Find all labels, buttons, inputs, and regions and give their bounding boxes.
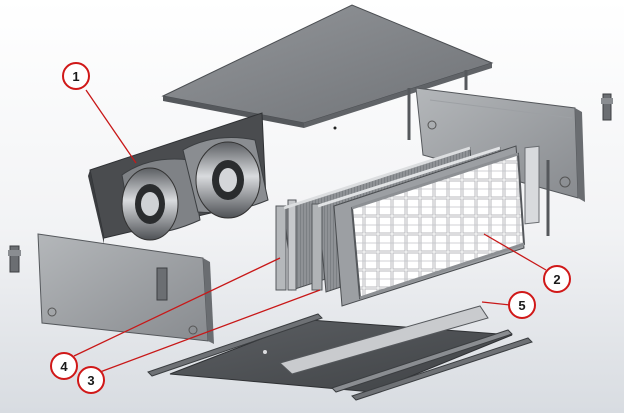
left-side-panel <box>37 233 214 344</box>
top-cover-panel <box>161 4 494 140</box>
callout-1-label: 1 <box>72 69 79 84</box>
left-mounting-bracket <box>8 245 21 273</box>
callout-2: 2 <box>543 265 571 293</box>
blower-left <box>121 158 201 241</box>
leader-line-2 <box>483 233 547 271</box>
right-mounting-bracket <box>601 93 613 121</box>
leader-line-5 <box>481 301 511 306</box>
callout-3: 3 <box>77 366 105 394</box>
callout-2-label: 2 <box>553 272 560 287</box>
blower-right <box>182 137 269 219</box>
callout-4-label: 4 <box>60 359 68 374</box>
callout-3-label: 3 <box>87 373 94 388</box>
callout-5: 5 <box>508 291 536 319</box>
callout-1: 1 <box>62 62 90 90</box>
callout-5-label: 5 <box>518 298 525 313</box>
vertical-side-strip <box>524 145 550 236</box>
leader-lines <box>73 89 547 373</box>
callout-4: 4 <box>50 352 78 380</box>
leader-line-3 <box>99 289 321 373</box>
filter-panel <box>350 152 526 300</box>
leader-line-4 <box>73 257 281 357</box>
base-drain-pan <box>169 305 513 393</box>
leader-line-1 <box>85 89 137 164</box>
bottom-rails <box>147 313 533 401</box>
